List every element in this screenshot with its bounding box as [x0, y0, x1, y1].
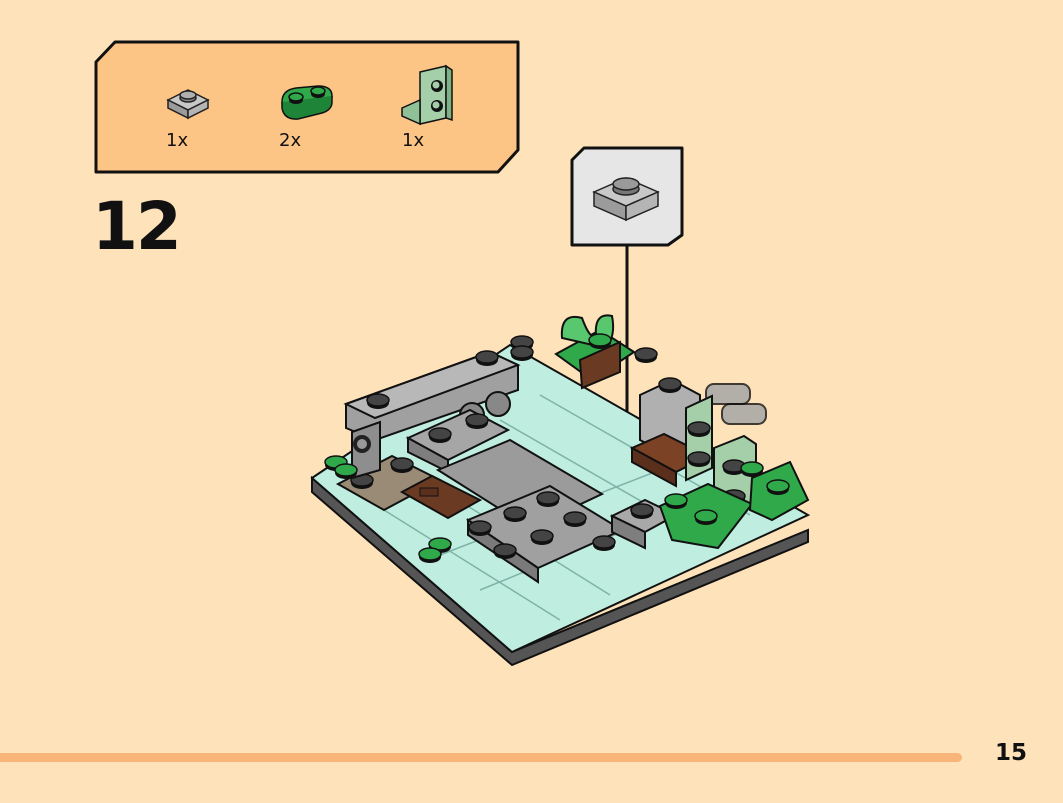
model-illustration	[310, 314, 811, 667]
part-qty-3: 1x	[402, 130, 425, 151]
page-number: 15	[995, 740, 1028, 766]
gray-plate-1x1-icon	[592, 177, 660, 222]
progress-bar	[0, 753, 962, 762]
part-qty-2: 2x	[279, 130, 302, 151]
part-qty-1: 1x	[166, 130, 189, 151]
parts-list-box	[94, 40, 520, 174]
step-number: 12	[92, 188, 182, 265]
green-plate-1x2-rounded-icon	[281, 85, 333, 120]
gray-plate-1x1-icon	[166, 89, 210, 120]
sand-green-bracket-icon	[401, 64, 453, 126]
